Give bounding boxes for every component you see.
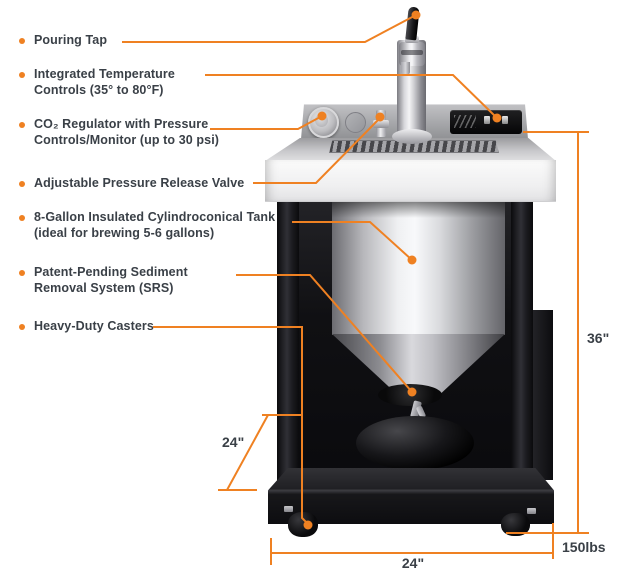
tank-body bbox=[332, 201, 505, 335]
callout-label: Heavy-Duty Casters bbox=[34, 319, 154, 333]
machine-top-box bbox=[265, 160, 556, 202]
regulator-knob bbox=[345, 112, 366, 133]
pressure-release-valve-nut bbox=[373, 120, 389, 128]
frame-leg-rear-right bbox=[533, 310, 553, 480]
callout-label: Pouring Tap bbox=[34, 33, 108, 47]
bullet-icon bbox=[19, 270, 25, 276]
bullet-icon bbox=[19, 72, 25, 78]
display-glyph bbox=[484, 116, 490, 124]
tap-tower-collar bbox=[392, 129, 432, 144]
frame-post-left bbox=[277, 201, 299, 491]
caster-front-right bbox=[501, 513, 530, 536]
callout-label: Adjustable Pressure Release Valve bbox=[34, 176, 245, 190]
temperature-control-panel bbox=[450, 110, 522, 134]
callout-label: Patent-Pending Sediment bbox=[34, 265, 188, 279]
callout-label: Removal System (SRS) bbox=[34, 280, 174, 295]
callout-casters: Heavy-Duty Casters bbox=[19, 319, 154, 335]
dimension-weight-label: 150lbs bbox=[562, 539, 606, 555]
callout-line-pouring-tap bbox=[122, 14, 417, 43]
bullet-icon bbox=[19, 215, 25, 221]
tap-faucet-band bbox=[401, 50, 423, 55]
sediment-bowl bbox=[356, 416, 474, 470]
dimension-height-label: 36" bbox=[587, 330, 610, 346]
display-glyph bbox=[502, 116, 508, 124]
callout-release-valve: Adjustable Pressure Release Valve bbox=[19, 176, 244, 192]
bullet-icon bbox=[19, 181, 25, 187]
caster-front-left bbox=[288, 512, 318, 537]
pressure-gauge bbox=[308, 107, 339, 138]
dimension-width-label: 24" bbox=[401, 555, 425, 571]
frame-post-right bbox=[511, 201, 533, 491]
bullet-icon bbox=[19, 38, 25, 44]
callout-label: (ideal for brewing 5-6 gallons) bbox=[34, 225, 215, 240]
callout-label: Integrated Temperature bbox=[34, 67, 175, 81]
callout-pouring-tap: Pouring Tap bbox=[19, 33, 107, 49]
dimension-depth-label: 24" bbox=[222, 434, 245, 450]
callout-tank: 8-Gallon Insulated Cylindroconical Tank(… bbox=[19, 210, 275, 241]
bullet-icon bbox=[19, 324, 25, 330]
tank-top-shadow bbox=[332, 201, 505, 218]
callout-label: 8-Gallon Insulated Cylindroconical Tank bbox=[34, 210, 276, 224]
caster-bracket bbox=[284, 506, 293, 512]
tank-cone-outlet bbox=[378, 384, 442, 406]
bullet-icon bbox=[19, 122, 25, 128]
callout-label: CO₂ Regulator with Pressure bbox=[34, 117, 209, 131]
tap-spout bbox=[401, 62, 410, 75]
callout-label: Controls (35° to 80°F) bbox=[34, 82, 164, 97]
vent-slots-icon bbox=[454, 115, 476, 128]
caster-bracket bbox=[527, 508, 536, 514]
callout-label: Controls/Monitor (up to 30 psi) bbox=[34, 132, 220, 147]
